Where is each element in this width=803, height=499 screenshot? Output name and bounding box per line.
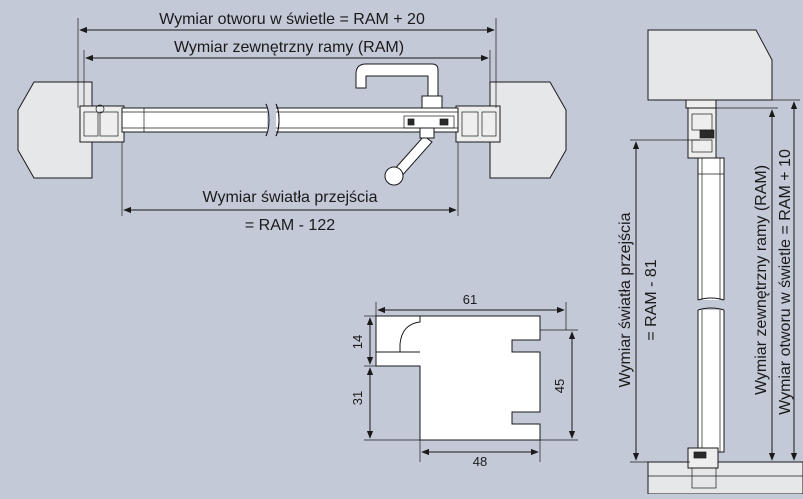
dim-frame-outer-label: Wymiar zewnętrzny ramy (RAM): [174, 39, 404, 56]
door-handle-lower: [384, 127, 435, 186]
dim-left-lower-label: 31: [350, 391, 365, 405]
dim-clear-passage-label: Wymiar światła przejścia: [203, 189, 378, 206]
door-handle-upper: [355, 63, 443, 109]
right-frame-profile: [455, 105, 501, 143]
section-clear-passage-label: Wymiar światła przejścia: [617, 212, 634, 387]
dim-opening-label: Wymiar otworu w świetle = RAM + 20: [159, 11, 425, 28]
lintel: [647, 29, 773, 101]
section-view: Wymiar światła przejścia = RAM - 81 Wymi…: [617, 29, 803, 495]
plan-view: Wymiar otworu w świetle = RAM + 20 Wymia…: [17, 11, 567, 234]
left-frame-profile: [79, 104, 125, 143]
dim-bottom-label: 48: [473, 454, 487, 469]
door-leaf-plan: [121, 103, 459, 137]
door-leaf-section: [697, 157, 725, 453]
dim-top-label: 61: [463, 292, 477, 307]
left-wall: [17, 81, 93, 179]
dim-right-label: 45: [552, 379, 567, 393]
section-frame-outer-label: Wymiar zewnętrzny ramy (RAM): [753, 165, 770, 395]
dim-clear-passage-plan: [121, 142, 459, 216]
floor-threshold: [647, 447, 803, 495]
dim-left-upper-label: 14: [350, 335, 365, 349]
dim-clear-passage-formula: = RAM - 122: [245, 217, 335, 234]
section-opening-label: Wymiar otworu w świetle = RAM + 10: [777, 149, 794, 415]
top-frame-profile: [687, 107, 717, 159]
dim-frame-outer-plan: [83, 50, 491, 106]
right-wall: [489, 81, 567, 179]
dim-opening-plan: [77, 18, 497, 108]
profile-detail: 61 48 14 31 45: [350, 292, 578, 469]
section-clear-passage-formula: = RAM - 81: [643, 259, 660, 340]
